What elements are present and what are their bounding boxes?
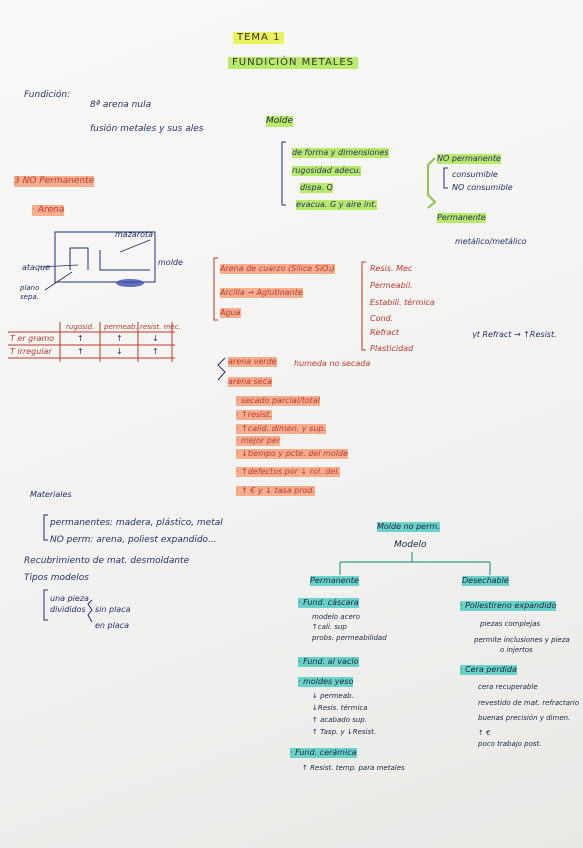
composition-agua: Agua [220, 308, 241, 318]
right-item-2-head: · Cera perdida [460, 665, 517, 675]
left-item-3-head: · moldes yeso [298, 677, 354, 687]
intro-line2: fusión metales y sus ales [90, 124, 204, 134]
molde-item-1: de forma y dimensiones [292, 148, 389, 158]
table-cell: ↑ [152, 347, 159, 356]
left-item-4-sub: ↑ Resist. temp. para metales [302, 764, 405, 772]
materiales-perm: permanentes: madera, plástico, metal [50, 518, 223, 528]
arena-verde: arena verde [228, 357, 277, 367]
left-item-3-sub: ↓ permeab. [312, 692, 354, 700]
no-permanente-label: NO permanente [437, 154, 501, 164]
no-perm-item-1: consumible [452, 170, 498, 179]
arena-verde-note: humeda no secada [294, 359, 371, 368]
right-item-1-sub: piezas complejas [480, 620, 541, 628]
table-row-label-1: T er gramo [10, 334, 55, 343]
table-cell: ↓ [116, 347, 123, 356]
right-item-2-sub: poco trabajo post. [478, 740, 542, 748]
no-perm-item-2: NO consumible [452, 183, 513, 192]
table-header-2: permeab. [104, 323, 138, 331]
table-cell: ↑ [77, 347, 84, 356]
prop-2: Permeabil. [370, 281, 413, 290]
seca-item-6: · ↑defectos por ↓ rol. del. [236, 467, 340, 477]
molde-item-4: evacua. G y aire int. [296, 200, 377, 210]
prop-4: Cond. [370, 314, 394, 323]
table-cell: ↓ [152, 334, 159, 343]
tema-title: TEMA 1 [233, 32, 285, 44]
prop-6: Plasticidad [370, 344, 414, 353]
right-item-2-sub: revestido de mat. refractario [478, 699, 580, 707]
molde-item-2: rugosidad adecu. [292, 166, 362, 176]
seca-item-1: · secado parcial/total [236, 396, 320, 406]
prop-1: Resis. Mec [370, 264, 413, 273]
plano-sepa-label: plano sepa. [20, 284, 40, 301]
tipo-divididos: divididos [50, 605, 86, 614]
molde-item-3: dispa. Q [300, 183, 333, 193]
arena-seca: arena seca [228, 377, 273, 387]
molde-title: Molde [266, 116, 294, 127]
right-item-1-sub: permite inclusiones y pieza [474, 636, 570, 644]
right-item-1-sub: o injertos [500, 646, 533, 654]
materiales-no-perm: NO perm: arena, poliest expandido... [50, 535, 217, 545]
tipos-modelos: Tipos modelos [24, 573, 89, 583]
right-item-1-head: · Poliestireno expandido [460, 601, 557, 611]
right-item-2-sub: buenas precisión y dimen. [478, 714, 571, 722]
table-cell: ↑ [77, 334, 84, 343]
left-item-3-sub: ↓Resis. térmica [312, 704, 368, 712]
seca-item-5: · ↓tiempo y pcte. del molde [236, 449, 348, 459]
recubrimiento: Recubrimiento de mat. desmoldante [24, 556, 190, 566]
seca-item-7: · ↑ € y ↓ tasa prod. [236, 486, 316, 496]
materiales-title: Materiales [30, 490, 72, 499]
left-item-1-sub: modelo acero [312, 613, 360, 621]
ataque-label: ataque [22, 263, 51, 272]
tree-left: Permanente [310, 576, 359, 586]
arena-label: · Arena [32, 205, 65, 216]
left-item-3-sub: ↑ Tasp. y ↓Resist. [312, 728, 377, 736]
table-header-3: resist. mec. [140, 323, 181, 331]
en-placa: en placa [95, 621, 130, 630]
prop-3: Estabili. térmica [370, 298, 435, 307]
right-item-2-sub: ↑ € [478, 729, 491, 737]
left-item-2-head: · Fund. al vacío [298, 657, 359, 667]
sin-placa: sin placa [95, 605, 131, 614]
tree-root: Modelo [394, 540, 427, 550]
left-item-3-sub: ↑ acabado sup. [312, 716, 367, 724]
perm-item: metálico/metálico [455, 237, 527, 246]
composition-arena: Arena de cuarzo (Sílice SiO₂) [220, 264, 335, 274]
left-item-4-head: · Fund. cerámica [290, 748, 357, 758]
fundicion-title: FUNDICIÓN METALES [228, 57, 359, 69]
left-item-1-head: · Fund. cáscara [298, 598, 359, 608]
intro-label: Fundición: [24, 90, 71, 100]
right-item-2-sub: cera recuperable [478, 683, 538, 691]
prop-5: Refract [370, 328, 400, 337]
left-item-1-sub: probs. permeabilidad [312, 634, 387, 642]
seca-item-3: · ↑calid. dimen. y sup. [236, 424, 327, 434]
table-header-1: rugosid. [66, 323, 95, 331]
composition-note: γt Refract → ↑Resist. [472, 330, 557, 339]
seca-item-2: · ↑resist. [236, 410, 273, 420]
mazarota-label: mazarota [115, 230, 154, 239]
no-permanente-title: 3 NO Permanente [14, 176, 95, 187]
table-row-label-2: T irregular [10, 347, 52, 356]
tree-heading: Molde no perm. [377, 522, 440, 532]
composition-arcilla: Arcilla → Aglutinante [220, 288, 303, 298]
permanente-label: Permanente [437, 213, 486, 223]
molde-diagram-label: molde [158, 258, 183, 267]
table-cell: ↑ [116, 334, 123, 343]
intro-line1: 8ª arena nula [90, 100, 152, 110]
seca-item-4: · mejor per [236, 436, 281, 446]
tipo-una-pieza: una pieza [50, 594, 89, 603]
tree-right: Desechable [462, 576, 509, 586]
left-item-1-sub: ↑cali. sup [312, 623, 347, 631]
